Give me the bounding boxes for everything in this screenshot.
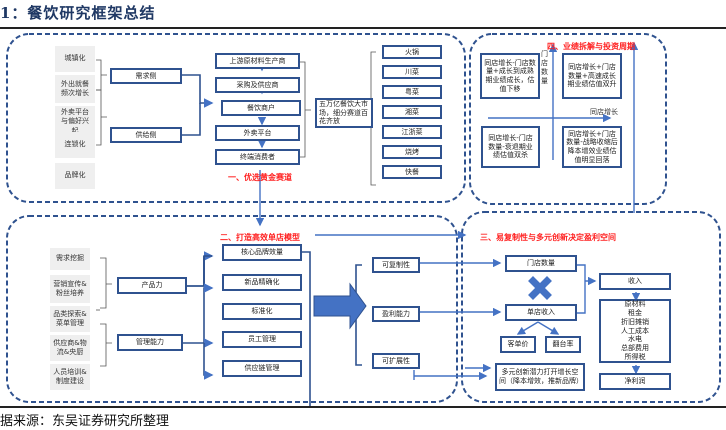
cost-depreciation: 折旧摊销: [621, 317, 649, 326]
management-box: 管理能力: [117, 334, 183, 351]
section4-frame: [469, 33, 667, 205]
supply-side-box: 供给侧: [110, 127, 182, 143]
factor-urbanization: 城镇化: [55, 46, 95, 72]
multiply-icon: [528, 276, 552, 300]
outcome-replicable: 可复制性: [372, 257, 420, 273]
section4-title: 四、业绩拆解与投资周期: [547, 41, 635, 51]
cost-hq: 总部费用: [621, 344, 649, 353]
section2-title: 二、打造高效单店模型: [220, 232, 300, 242]
top-rule: [0, 27, 726, 29]
outcome-scalable: 可扩展性: [372, 353, 420, 369]
cost-list-box: 原材料 租金 折旧摊销 人工成本 水电 总部费用 所得税: [599, 299, 671, 363]
factor-supplier: 供应商&物流&央厨: [50, 335, 90, 361]
big-right-arrow: [313, 282, 367, 330]
cuisine-sichuan: 川菜: [382, 65, 442, 79]
ticket-size-box: 客单价: [500, 336, 536, 353]
section3-frame: [461, 211, 721, 403]
page-title: 1：餐饮研究框架总结: [0, 4, 156, 22]
revenue-box: 收入: [599, 273, 671, 290]
innovation-box: 多元创新潜力打开增长空间（降本增效，推新品牌）: [495, 363, 585, 391]
y-axis-label: 门店数量: [541, 50, 548, 86]
net-profit-box: 净利润: [599, 373, 671, 390]
cost-rent: 租金: [628, 309, 642, 318]
cuisine-fastfood: 快餐: [382, 165, 442, 179]
mgmt-item-staff: 员工管理: [222, 331, 302, 348]
product-item-new: 新品精确化: [222, 274, 302, 291]
mgmt-item-standardization: 标准化: [222, 303, 302, 320]
factor-training: 人员培训&制度建设: [50, 364, 90, 390]
cuisine-bbq: 烧烤: [382, 145, 442, 159]
cuisine-jiangzhe: 江浙菜: [382, 125, 442, 139]
outcome-profitability: 盈利能力: [372, 306, 420, 322]
chain-delivery: 外卖平台: [215, 125, 300, 141]
bottom-rule: [0, 406, 726, 408]
store-revenue-box: 单店收入: [505, 304, 577, 321]
store-count-box: 门店数量: [505, 255, 577, 272]
mgmt-item-supplychain: 供应链管理: [222, 360, 302, 377]
quadrant-bottom-right: 同店增长+门店数量-战略收缩后降本增效业绩估值明显回落: [562, 126, 622, 168]
turnover-box: 翻台率: [545, 336, 581, 353]
cost-labor: 人工成本: [621, 326, 649, 335]
quadrant-bottom-left: 同店增长-门店数量-衰退期业绩估值双杀: [481, 126, 540, 168]
cuisine-cantonese: 粤菜: [382, 85, 442, 99]
factor-dining-frequency: 外出就餐频次增长: [55, 75, 95, 103]
chain-upstream: 上游原材料生产商: [215, 53, 300, 69]
section1-title: 一、优选黄金赛道: [228, 172, 292, 182]
cost-utilities: 水电: [628, 335, 642, 344]
demand-side-box: 需求侧: [110, 68, 182, 84]
section3-title: 三、易复制性与多元创新决定盈利空间: [480, 232, 616, 242]
cuisine-hunan: 湘菜: [382, 105, 442, 119]
factor-category: 品类探索&菜单管理: [50, 306, 90, 332]
product-power-box: 产品力: [117, 277, 187, 294]
factor-branding: 品牌化: [55, 163, 95, 189]
factor-marketing: 营销宣传&粉丝培养: [50, 275, 90, 303]
cost-raw-material: 原材料: [624, 300, 646, 309]
section2-frame: [6, 215, 458, 403]
factor-chain: 连锁化: [55, 132, 95, 158]
x-axis-label: 同店增长: [590, 108, 618, 116]
chain-consumer: 终端消费者: [215, 149, 300, 165]
cost-tax: 所得税: [624, 352, 646, 361]
market-box: 五万亿餐饮大市场，细分赛道百花齐放: [315, 98, 373, 128]
product-item-core: 核心品牌效量: [222, 244, 302, 261]
quadrant-top-right: 同店增长+门店数量+高速成长期业绩估值双升: [562, 53, 622, 99]
factor-demand-mining: 需求挖掘: [50, 248, 90, 270]
quadrant-top-left: 同店增长-门店数量+成长到成熟期业绩成长，估值下移: [480, 53, 540, 99]
chain-restaurant: 餐饮商户: [221, 100, 301, 116]
cuisine-hotpot: 火锅: [382, 45, 442, 59]
chain-procurement: 采购及供应商: [215, 77, 300, 93]
source-note: 据来源：东吴证券研究所整理: [0, 414, 170, 429]
